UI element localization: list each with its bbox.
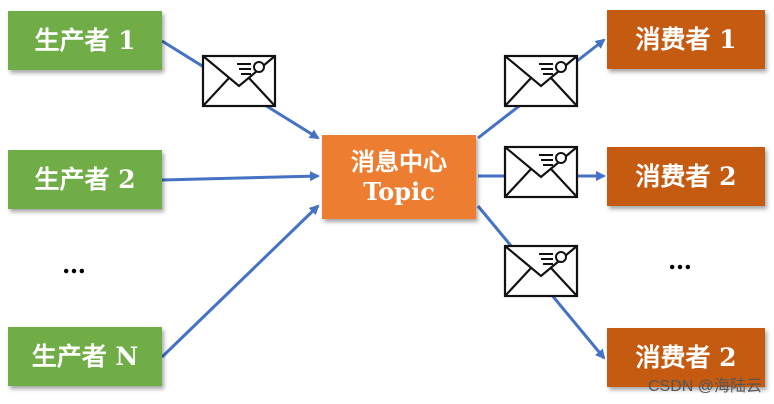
producer-label: 生产者 1	[34, 25, 136, 55]
producer-ellipsis: …	[62, 250, 86, 279]
consumer-label: 消费者 1	[635, 24, 737, 54]
consumer-label: 消费者 2	[635, 342, 737, 372]
watermark: CSDN @海陆云	[647, 378, 762, 395]
envelope-icon	[201, 54, 277, 108]
consumer-box-1: 消费者 1	[607, 10, 765, 69]
consumer-ellipsis: …	[668, 246, 692, 275]
producer-label: 生产者 2	[34, 164, 136, 194]
consumer-box-2: 消费者 2	[607, 147, 765, 206]
arrow-producer-n	[160, 204, 320, 359]
envelope-icon	[503, 54, 579, 108]
producer-box-2: 生产者 2	[8, 150, 162, 209]
message-center-title: 消息中心	[351, 147, 447, 176]
message-center-box: 消息中心 Topic	[322, 135, 476, 219]
message-center-topic: Topic	[363, 177, 435, 206]
consumer-label: 消费者 2	[635, 161, 737, 191]
producer-box-n: 生产者 N	[8, 327, 162, 386]
envelope-icon	[503, 244, 579, 298]
arrow-producer-2	[161, 171, 320, 182]
envelope-icon	[503, 145, 579, 199]
producer-box-1: 生产者 1	[8, 11, 162, 70]
producer-label: 生产者 N	[31, 341, 139, 371]
consumer-box-n: 消费者 2	[607, 328, 765, 387]
